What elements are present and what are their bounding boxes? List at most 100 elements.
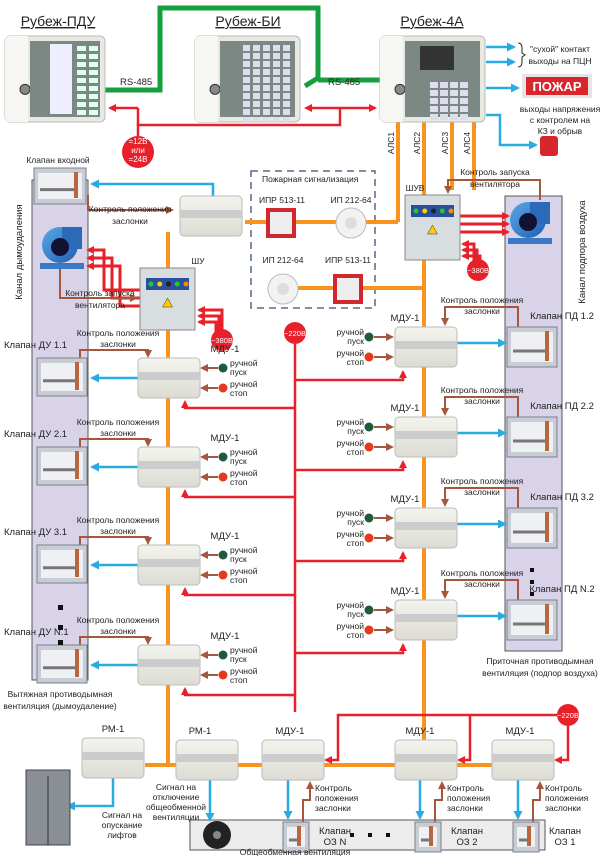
manual-start-button[interactable] [218,550,228,560]
indicator-button [89,86,98,91]
key-lock-icon [209,83,221,95]
manual-stop-label: ручной [230,666,258,676]
rs485-label-right: RS-485 [328,77,360,88]
indicator-button [283,109,290,115]
mdu-stripe [180,210,242,218]
indicator-button [263,85,270,91]
mdu-module[interactable] [261,739,325,781]
manual-stop-label: стоп [230,477,248,487]
mdu-label: МДУ-1 [276,726,305,737]
rubezh-pdu-panel[interactable] [4,35,106,123]
manual-start-button[interactable] [364,605,374,615]
shuv-cabinet[interactable] [404,194,461,261]
valve-control-label: Контроль положения [89,204,172,214]
indicator-button [263,69,270,75]
indicator-lamp [448,208,454,214]
manual-start-button[interactable] [218,650,228,660]
detector-label-2: ИП 212-64 [330,195,371,205]
oz-valve-control-label: Контроль [315,783,352,793]
indicator-button [253,85,260,91]
manual-start-button[interactable] [364,332,374,342]
mdu-module[interactable] [394,507,458,549]
manual-stop-button[interactable] [364,442,374,452]
ipr-glass [337,278,359,300]
valve-control-label: заслонки [464,306,500,316]
power-source-220-bottom-label: ~220В [557,711,579,720]
oz-valve-feedback [434,781,446,822]
ac220-mdu-feed [295,460,407,472]
valve-actuator [75,451,79,479]
manual-start-button[interactable] [218,452,228,462]
valve-inner [419,827,437,847]
damper-valve-icon [282,821,310,853]
ipr-glass [270,212,292,234]
mdu-module[interactable] [81,737,145,779]
manual-stop-button[interactable] [218,383,228,393]
mdu-label: МДУ-1 [211,344,240,355]
keypad-button [450,82,458,88]
warning-icon [162,297,173,308]
valve-actuator [545,331,549,361]
indicator-button [253,109,260,115]
indicator-button [273,109,280,115]
manual-stop-button[interactable] [218,472,228,482]
vent-off-label: общеобменной [146,802,206,812]
mdu-module[interactable] [137,544,201,586]
fire-alarm-group [250,170,376,309]
keypad-button [440,82,448,88]
manual-stop-button[interactable] [364,352,374,362]
mdu-label: РМ-1 [189,726,212,737]
ellipsis-dot [530,568,534,572]
manual-start-label: ручной [230,545,258,555]
indicator-button [253,117,260,123]
manual-start-button[interactable] [364,422,374,432]
manual-stop-label: ручной [337,438,365,448]
mdu-module[interactable] [394,599,458,641]
indicator-button [253,93,260,99]
valve-actuator [545,421,549,451]
valve-control-label: заслонки [100,339,136,349]
rubezh-bi-panel[interactable] [194,35,301,123]
indicator-button [243,69,250,75]
damper-valve-icon [36,357,88,397]
indicator-button [263,117,270,123]
manual-stop-button[interactable] [218,570,228,580]
mdu-module[interactable] [179,195,243,237]
manual-stop-button[interactable] [364,533,374,543]
manual-stop-button[interactable] [218,670,228,680]
manual-start-button[interactable] [218,363,228,373]
general-vent-duct [189,819,546,851]
mdu-module[interactable] [394,416,458,458]
keypad-button [440,90,448,96]
fan-base [40,263,84,269]
indicator-button [89,54,98,59]
manual-start-label: ручной [337,600,365,610]
keypad-button [450,114,458,120]
mdu-module[interactable] [137,446,201,488]
manual-start-label: пуск [347,426,364,436]
shuv-label: ШУВ [406,183,425,193]
mdu-module[interactable] [394,326,458,368]
air-supply-caption: Приточная противодымная [486,656,594,666]
shu-cabinet[interactable] [139,267,196,331]
mdu-label: МДУ-1 [391,313,420,324]
oz-valve-label: Клапан [319,826,351,837]
manual-stop-button[interactable] [364,625,374,635]
indicator-button [273,101,280,107]
manual-stop-label: ручной [337,348,365,358]
valve-control-label: заслонки [100,626,136,636]
valve-actuator [527,826,531,846]
indicator-button [243,85,250,91]
manual-start-button[interactable] [364,513,374,523]
manual-stop-label: ручной [230,566,258,576]
mdu-module[interactable] [137,644,201,686]
mdu-module[interactable] [491,739,555,781]
du-valve-feedback [79,349,152,358]
mdu-module[interactable] [137,357,201,399]
mdu-module[interactable] [175,739,239,781]
rubezh-4a-panel[interactable] [379,35,486,123]
fan-icon [508,202,552,244]
mdu-module[interactable] [394,739,458,781]
manual-call-point-icon [266,208,296,238]
